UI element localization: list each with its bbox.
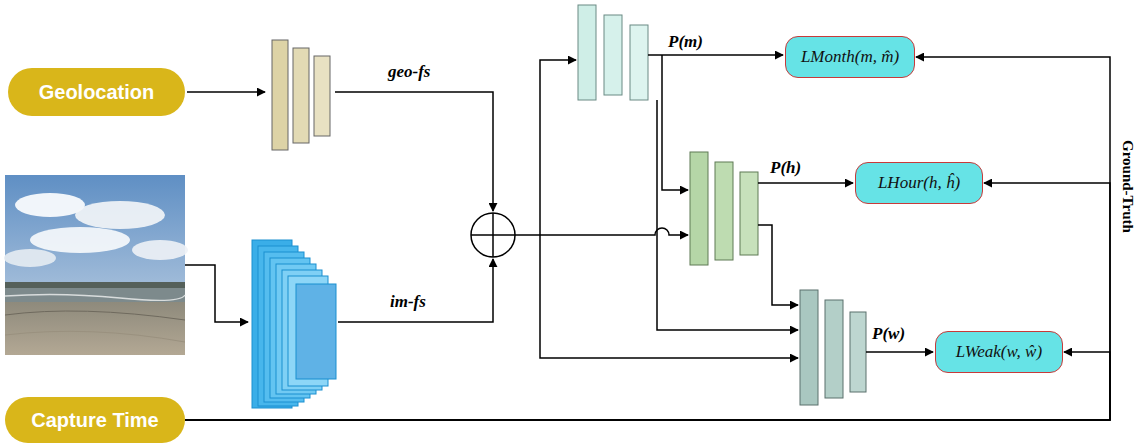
node-text: LWeak(w, ŵ) xyxy=(956,342,1042,362)
weak-head xyxy=(800,290,866,405)
ground-truth-connector xyxy=(185,183,1110,420)
output-label: P(w) xyxy=(872,324,905,344)
ground-truth-connector xyxy=(185,57,1110,420)
loss-box: LMonth(m, m̂) xyxy=(785,36,915,78)
node-text: Geolocation xyxy=(39,81,155,104)
input-pill: Geolocation xyxy=(8,68,185,116)
node-text: Capture Time xyxy=(31,409,158,432)
ground-truth-label: Ground-Truth xyxy=(1119,140,1136,233)
month-head xyxy=(578,5,648,100)
geo-encoder xyxy=(272,40,330,150)
node-text: LMonth(m, m̂) xyxy=(801,47,899,67)
node-text: LHour(h, ĥ) xyxy=(878,173,960,193)
loss-box: LWeak(w, ŵ) xyxy=(935,331,1063,373)
output-label: P(h) xyxy=(770,158,801,178)
image-cnn xyxy=(252,240,336,408)
input-pill: Capture Time xyxy=(5,397,185,443)
output-label: P(m) xyxy=(668,32,703,52)
photo xyxy=(4,175,188,355)
feature-label: im-fs xyxy=(390,292,426,312)
hour-head xyxy=(690,152,758,265)
feature-label: geo-fs xyxy=(388,62,430,82)
loss-box: LHour(h, ĥ) xyxy=(855,162,983,204)
fusion-symbol xyxy=(471,213,515,257)
wires xyxy=(185,55,933,358)
